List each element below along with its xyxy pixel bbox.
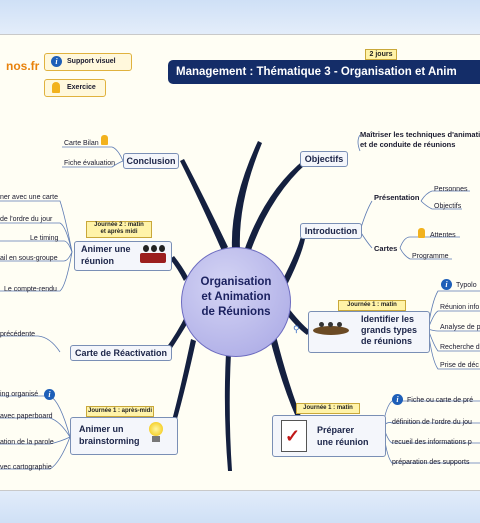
- exercise-icon: [52, 82, 60, 93]
- relationship-icon: ⚲: [293, 324, 300, 334]
- header-title: Management : Thématique 3 - Organisation…: [168, 60, 480, 84]
- checklist-icon: ✓: [281, 420, 307, 452]
- brainstorm-item-4: vec cartographie: [0, 464, 52, 471]
- branch-preparer-reunion: ✓ Préparer une réunion: [272, 415, 386, 457]
- info-icon: i: [392, 394, 403, 405]
- mindmap-canvas: nos.fr i Support visuel Exercice 2 jours…: [0, 34, 480, 491]
- preparer-label-line1: Préparer: [317, 425, 355, 435]
- branch-animer-reunion: Animer une réunion: [74, 241, 172, 271]
- types-label-line2: grands types: [361, 325, 418, 335]
- info-icon: i: [51, 56, 62, 67]
- central-topic-line1: Organisation: [200, 276, 272, 288]
- animer-label-line2: réunion: [81, 256, 114, 266]
- animer-item-1: ner avec une carte: [0, 194, 58, 201]
- preparer-item-3: recueil des informations p: [392, 439, 472, 446]
- intro-attentes: Attentes: [430, 232, 456, 239]
- intro-personnes: Personnes: [434, 186, 468, 193]
- objectifs-item-line1: Maîtriser les techniques d'animati: [360, 130, 480, 139]
- types-item-4: Recherche d: [440, 344, 480, 351]
- brainstorm-item-3: ation de la parole: [0, 439, 54, 446]
- animer-tag-line1: Journée 2 : matin: [94, 222, 144, 228]
- preparer-day-tag: Journée 1 : matin: [296, 403, 360, 414]
- reactivation-item: précédente: [0, 331, 36, 338]
- legend-exercise-label: Exercice: [67, 84, 96, 91]
- types-label-line1: Identifier les: [361, 314, 415, 324]
- objectifs-item-line2: et de conduite de réunions: [360, 140, 456, 149]
- duration-badge: 2 jours: [365, 49, 397, 60]
- animer-item-2: de l'ordre du jour: [0, 216, 53, 223]
- types-day-tag: Journée 1 : matin: [338, 300, 406, 311]
- brainstorm-day-tag: Journée 1 : après-midi: [86, 406, 154, 417]
- preparer-item-4: préparation des supports: [392, 459, 470, 466]
- info-icon: i: [441, 279, 452, 290]
- intro-programme: Programme: [412, 253, 449, 260]
- branch-conclusion: Conclusion: [123, 153, 179, 169]
- brainstorm-item-1: ing organisé: [0, 391, 39, 398]
- intro-cartes: Cartes: [374, 244, 398, 253]
- conclusion-item-2: Fiche évaluation: [64, 160, 115, 167]
- central-topic-line2: et Animation: [201, 291, 271, 303]
- types-item-5: Prise de déc: [440, 362, 479, 369]
- types-item-3: Analyse de p: [440, 324, 480, 331]
- animer-tag-line2: et après midi: [100, 229, 138, 235]
- branch-objectifs: Objectifs: [300, 151, 348, 167]
- types-item-2: Réunion info: [440, 304, 480, 311]
- lightbulb-icon: [147, 422, 165, 444]
- info-icon: i: [44, 389, 55, 400]
- logo-text: nos.fr: [6, 59, 40, 73]
- intro-presentation: Présentation: [374, 193, 420, 202]
- exercise-icon: [101, 135, 108, 145]
- exercise-icon: [418, 228, 425, 238]
- brainstorm-label-line1: Animer un: [79, 424, 124, 434]
- conclusion-item-1: Carte Bilan: [64, 140, 99, 147]
- meeting-table-icon: [313, 322, 349, 338]
- meeting-people-icon: [140, 245, 166, 265]
- branch-introduction: Introduction: [300, 223, 362, 239]
- central-topic-line3: de Réunions: [201, 306, 271, 318]
- animer-day-tag: Journée 2 : matin et après midi: [86, 221, 152, 238]
- preparer-label-line2: une réunion: [317, 437, 369, 447]
- preparer-item-2: définition de l'ordre du jou: [392, 419, 472, 426]
- branch-types-reunions: Identifier les grands types de réunions: [308, 311, 430, 353]
- branch-brainstorming: Animer un brainstorming: [70, 417, 178, 455]
- animer-item-3: Le timing: [30, 235, 59, 242]
- branch-reactivation: Carte de Réactivation: [70, 345, 172, 361]
- types-label-line3: de réunions: [361, 336, 413, 346]
- legend-support-label: Support visuel: [67, 58, 116, 65]
- animer-item-4: ail en sous-groupe: [0, 255, 58, 262]
- legend-support-box: i Support visuel: [44, 53, 132, 71]
- legend-exercise-box: Exercice: [44, 79, 106, 97]
- preparer-item-1: Fiche ou carte de pré: [407, 397, 474, 404]
- animer-label-line1: Animer une: [81, 244, 131, 254]
- central-topic: Organisation et Animation de Réunions: [181, 247, 291, 357]
- brainstorm-label-line2: brainstorming: [79, 436, 140, 446]
- brainstorm-item-2: avec paperboard: [0, 413, 53, 420]
- animer-item-5: Le compte-rendu: [4, 286, 57, 293]
- types-item-1: Typolo: [456, 282, 477, 289]
- mindmap-connectors: [0, 134, 480, 471]
- intro-objectifs: Objectifs: [434, 203, 462, 210]
